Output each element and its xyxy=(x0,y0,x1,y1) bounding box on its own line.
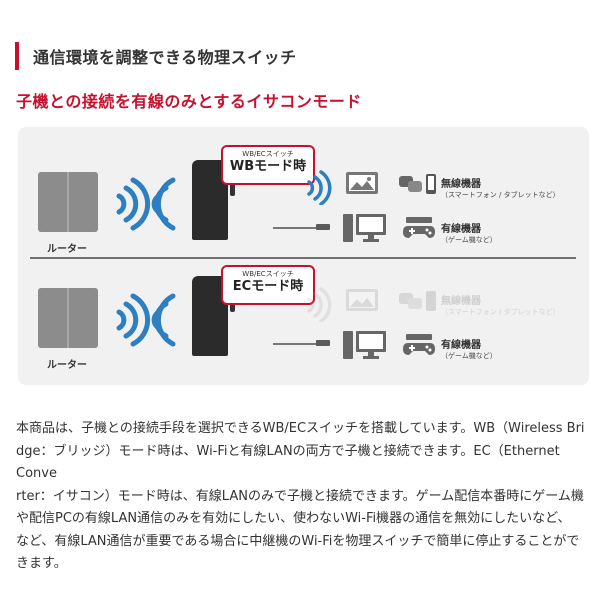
heading-accent-bar xyxy=(15,42,19,70)
description-paragraph: 本商品は、子機との接続手段を選択できるWB/ECスイッチを搭載しています。WB（… xyxy=(16,418,586,576)
router-label: ルーター xyxy=(47,360,87,371)
wired-label: 有線機器 xyxy=(441,340,481,351)
mode-label: ECモード時 xyxy=(232,279,304,294)
ec-mode-callout: WB/ECスイッチ ECモード時 xyxy=(221,265,315,305)
wireless-sub-label: （スマートフォン / タブレットなど） xyxy=(441,191,560,199)
router-icon xyxy=(38,172,98,232)
wireless-label: 無線機器 xyxy=(441,179,481,190)
wired-sub-label: （ゲーム機など） xyxy=(441,352,497,360)
paragraph-line: や配信PCの有線LAN通信のみを有効にしたい、使わないWi-Fi機器の通信を無効… xyxy=(16,511,571,526)
wb-mode-callout: WB/ECスイッチ WBモード時 xyxy=(221,145,315,185)
game-console-icon xyxy=(403,217,435,238)
paragraph-line: rter：イサコン）モード時は、有線LANのみで子機と接続できます。ゲーム配信本… xyxy=(16,488,584,504)
photo-frame-icon xyxy=(346,289,378,311)
sub-heading: 子機との接続を有線のみとするイサコンモード xyxy=(16,92,362,111)
wifi-waves-icon xyxy=(116,293,176,347)
switch-label: WB/ECスイッチ xyxy=(242,150,294,158)
wireless-sub-label: （スマートフォン / タブレットなど） xyxy=(441,308,560,316)
wifi-waves-icon xyxy=(116,177,176,231)
heading-text: 通信環境を調整できる物理スイッチ xyxy=(33,48,297,67)
wifi-signal-icon xyxy=(307,170,332,205)
switch-label: WB/ECスイッチ xyxy=(242,270,294,278)
monitor-pc-icon xyxy=(343,331,386,359)
wireless-label: 無線機器 xyxy=(441,296,481,307)
lan-cable xyxy=(273,343,318,345)
paragraph-line: きます。 xyxy=(16,556,67,571)
section-divider xyxy=(30,257,576,259)
chat-devices-icon xyxy=(399,291,436,311)
mode-label: WBモード時 xyxy=(229,159,307,174)
paragraph-line: dge：ブリッジ）モード時は、Wi-Fiと有線LANの両方で子機と接続できます。… xyxy=(16,443,560,482)
wired-label: 有線機器 xyxy=(441,224,481,235)
lan-plug xyxy=(316,340,330,346)
paragraph-line: など、有線LAN通信が重要である場合に中継機のWi-Fiを物理スイッチで簡単に停… xyxy=(16,533,580,549)
game-console-icon xyxy=(403,334,435,355)
chat-devices-icon xyxy=(399,174,436,194)
monitor-pc-icon xyxy=(343,214,386,242)
section-heading: 通信環境を調整できる物理スイッチ xyxy=(15,42,297,70)
paragraph-line: 本商品は、子機との接続手段を選択できるWB/ECスイッチを搭載しています。WB（… xyxy=(16,421,585,436)
lan-plug xyxy=(316,224,330,230)
photo-frame-icon xyxy=(346,172,378,194)
lan-cable xyxy=(273,227,318,229)
router-label: ルーター xyxy=(47,244,87,255)
wired-sub-label: （ゲーム機など） xyxy=(441,236,497,244)
router-icon xyxy=(38,288,98,348)
wifi-signal-disabled-icon xyxy=(307,287,332,322)
